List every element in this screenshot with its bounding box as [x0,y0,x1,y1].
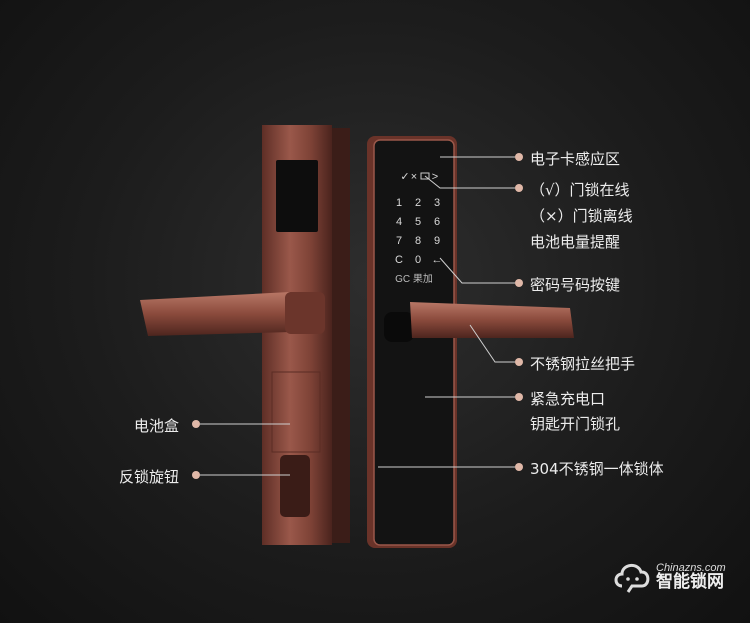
callout-online: （√）门锁在线 [530,181,630,199]
watermark-name: 智能锁网 [656,572,724,592]
callout-offline: （×）门锁离线 [530,207,633,225]
watermark-url: Chinazns.com [656,562,726,574]
callout-keypad: 密码号码按键 [530,276,621,294]
front-lock-body: ✓ × > 1 2 3 4 5 6 7 8 9 C 0 ← GC 果加 [367,136,574,548]
callout-handle: 不锈钢拉丝把手 [530,355,636,373]
key-0[interactable]: 0 [415,254,421,266]
callout-battery-reminder: 电池电量提醒 [530,233,621,251]
key-7[interactable]: 7 [396,235,402,247]
svg-text:✓: ✓ [400,171,409,183]
svg-text:×: × [411,171,417,183]
key-3[interactable]: 3 [434,197,440,209]
key-2[interactable]: 2 [415,197,421,209]
key-1[interactable]: 1 [396,197,402,209]
status-icons: ✓ × > [400,171,438,183]
thumb-turn-knob [280,455,310,517]
callout-card-reader: 电子卡感应区 [530,150,621,168]
watermark: Chinazns.com 智能锁网 [612,560,726,594]
key-back[interactable]: ← [432,254,443,266]
svg-text:>: > [432,171,438,183]
key-clear[interactable]: C [395,254,403,266]
callout-emergency-charge: 紧急充电口 [530,390,606,408]
callout-lock-body: 304不锈钢一体锁体 [530,460,664,478]
brand-logo: GC 果加 [395,273,433,285]
callout-dots [192,153,523,479]
callout-thumb-turn: 反锁旋钮 [119,468,180,486]
front-handle [410,302,574,338]
key-6[interactable]: 6 [434,216,440,228]
key-8[interactable]: 8 [415,235,421,247]
key-9[interactable]: 9 [434,235,440,247]
battery-icon [420,172,430,180]
keypad: 1 2 3 4 5 6 7 8 9 C 0 ← [395,197,442,266]
key-4[interactable]: 4 [396,216,402,228]
cloud-logo-icon [614,564,650,593]
back-handle [140,292,292,336]
callout-keyhole: 钥匙开门锁孔 [530,415,621,433]
key-5[interactable]: 5 [415,216,421,228]
battery-door-window [276,160,318,232]
callout-battery-box: 电池盒 [134,417,180,435]
callout-lines [200,156,515,476]
